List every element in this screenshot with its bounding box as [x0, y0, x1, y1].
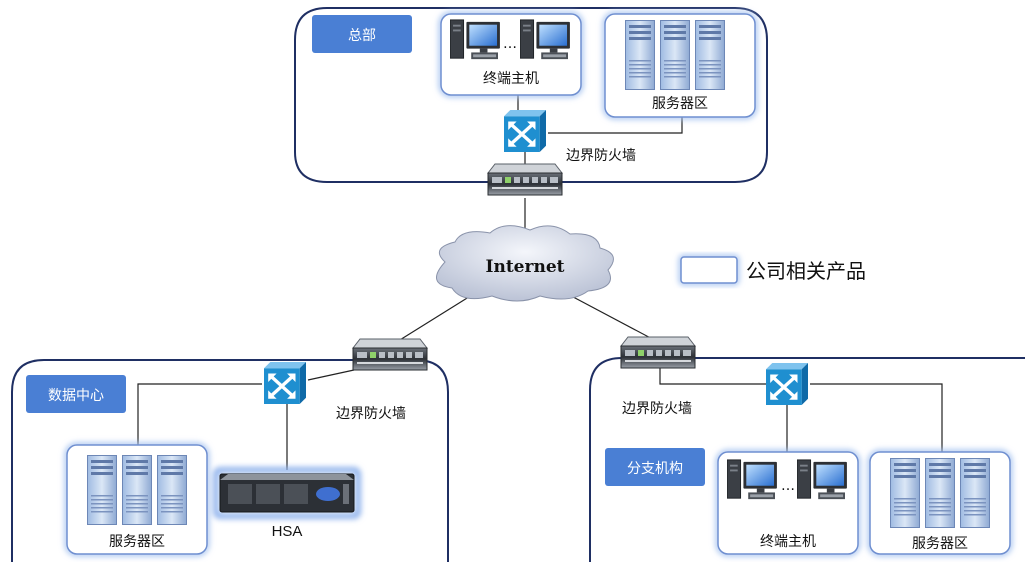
pc-icon [727, 459, 778, 500]
legend-label: 公司相关产品 [746, 259, 866, 283]
link-dc-switch-servers [137, 383, 262, 445]
datacenter-region-border [11, 359, 449, 562]
hq-terminals-group: … 终端主机 [438, 11, 584, 98]
server-icon [925, 458, 955, 528]
datacenter-firewall-label: 边界防火墙 [336, 406, 406, 422]
server-icon [122, 455, 152, 525]
server-icon [695, 20, 725, 90]
hsa-bay [256, 484, 280, 504]
pc-icon [450, 19, 501, 60]
hq-servers-group: 服务器区 [602, 11, 758, 120]
hq-servers-label: 服务器区 [652, 96, 708, 112]
branch-tag-label: 分支机构 [627, 461, 683, 477]
hsa-bay [284, 484, 308, 504]
hq-tag-label: 总部 [348, 28, 376, 44]
legend-swatch [680, 256, 738, 284]
hq-region-border [294, 7, 768, 183]
server-icon [660, 20, 690, 90]
server-icon [87, 455, 117, 525]
br-servers-group: 服务器区 [867, 449, 1013, 557]
link-dc-firewall-switch [307, 369, 355, 381]
hsa-label: HSA [272, 523, 303, 540]
br-switch-icon [766, 363, 808, 405]
datacenter-tag-label: 数据中心 [48, 388, 104, 404]
hsa-handle [343, 484, 349, 504]
branch-firewall-label: 边界防火墙 [622, 401, 692, 417]
links [137, 95, 943, 470]
dc-firewall-icon [352, 338, 428, 371]
dc-servers-group: 服务器区 [64, 442, 210, 557]
hq-ellipsis: … [503, 36, 517, 52]
link-br-firewall-switch [659, 368, 766, 385]
dc-switch-icon [264, 362, 306, 404]
hsa-top [220, 474, 354, 480]
dc-servers-label: 服务器区 [109, 534, 165, 550]
branch-region: 边界防火墙 分支机构 … 终端主机 服务器区 [589, 336, 1025, 562]
hsa-logo [316, 487, 340, 501]
br-terminals-group: … 终端主机 [715, 449, 861, 557]
link-br-switch-servers [810, 383, 943, 452]
br-servers-label: 服务器区 [912, 536, 968, 552]
link-internet-datacenter [394, 289, 481, 344]
hsa-glow [213, 467, 361, 519]
br-firewall-icon [620, 336, 696, 369]
server-icon [960, 458, 990, 528]
link-switch-servers-hq [548, 117, 683, 134]
hq-firewall-icon [487, 163, 563, 196]
server-icon [890, 458, 920, 528]
datacenter-tag [26, 375, 126, 413]
hq-terminals-label: 终端主机 [483, 71, 539, 87]
br-terminals-label: 终端主机 [760, 534, 816, 550]
internet-cloud: Internet [436, 225, 614, 302]
server-icon [157, 455, 187, 525]
cloud-shape [436, 225, 614, 302]
hq-firewall-label: 边界防火墙 [566, 148, 636, 164]
br-ellipsis: … [781, 478, 795, 494]
pc-icon [797, 459, 848, 500]
hq-tag [312, 15, 412, 53]
hq-region: 总部 … 终端主机 服务器区 边界防火墙 [294, 7, 768, 196]
datacenter-region: 数据中心 边界防火墙 服务器区 HSA [11, 338, 449, 562]
internet-label: Internet [486, 257, 565, 277]
hsa-bay [228, 484, 252, 504]
branch-tag [605, 448, 705, 486]
link-internet-branch [559, 289, 661, 344]
server-icon [625, 20, 655, 90]
legend: 公司相关产品 [678, 254, 866, 286]
hq-switch-icon [504, 110, 546, 152]
pc-icon [520, 19, 571, 60]
hsa-device: HSA [213, 467, 361, 540]
